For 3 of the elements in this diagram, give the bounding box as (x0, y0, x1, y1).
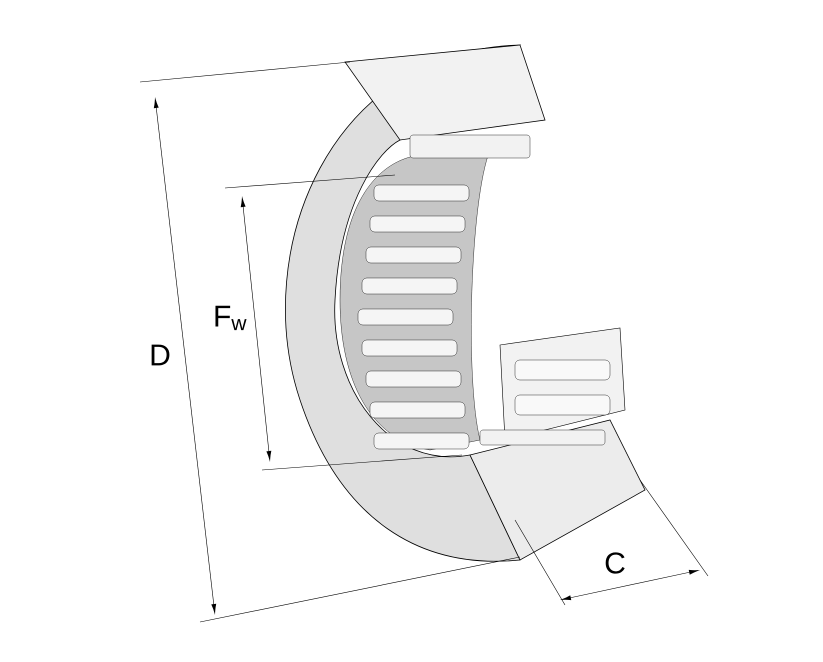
dimension-label: C (606, 552, 625, 574)
dimension-label: F$_{w}$ (215, 306, 247, 330)
dimension-label: D (152, 344, 170, 366)
